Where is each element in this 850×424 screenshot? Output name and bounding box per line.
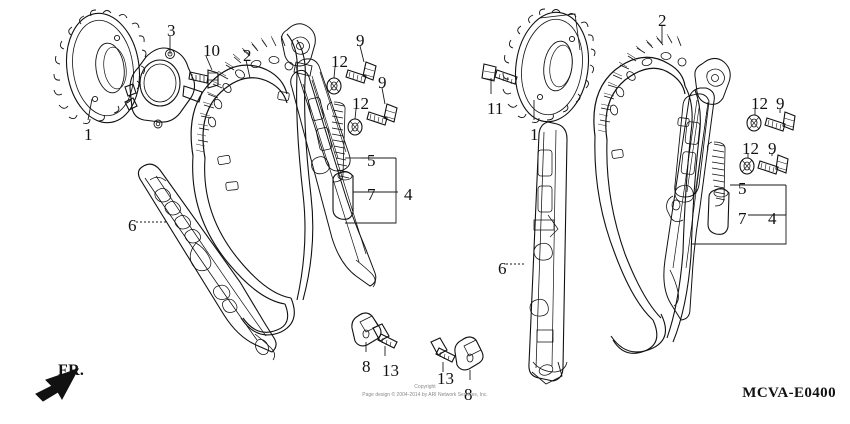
tensioner-push-rod-left [332,170,354,220]
right-leader-lines [442,26,787,380]
callout-left-tensioner-spring[interactable]: 5 [367,151,376,170]
tensioner-arm-left [281,23,377,288]
callout-right-tensioner-set[interactable]: 4 [768,209,777,228]
copyright-line-1: Copyright [414,384,436,390]
cam-sprocket-right [502,8,596,123]
callout-right-sealing-washer[interactable]: 12 [751,94,768,113]
tensioner-arm-right [663,58,731,321]
callout-left-tensioner-set[interactable]: 4 [404,185,413,204]
sprocket-bolt-right [481,63,518,85]
copyright-block: Copyright Page design © 2004-2014 by ARI… [270,384,580,399]
chain-guide-blade-right [528,121,568,385]
callout-right-cam-chain[interactable]: 2 [658,11,667,30]
callout-right-tensioner-spring[interactable]: 5 [738,179,747,198]
chain-clip-right [454,336,484,371]
installed-spring-right [707,141,726,207]
sealing-washer-right-lower [739,157,755,175]
chain-guide-plate-left [124,47,203,129]
callout-right-cam-sprocket[interactable]: 1 [530,125,539,144]
left-leader-lines [87,36,398,356]
sealing-washer-right-upper [746,114,762,132]
guide-plate-bolt-left [188,69,219,89]
callout-right-chain-clip[interactable]: 8 [464,385,473,404]
callout-left-clip-bolt[interactable]: 13 [382,361,399,380]
flange-bolt-left-upper [345,61,377,84]
callout-left-chain-guide-blade[interactable]: 6 [128,216,137,235]
tensioner-push-rod-right [707,187,730,235]
callout-left-flange-bolt[interactable]: 9 [378,73,387,92]
callout-right-clip-bolt[interactable]: 13 [437,369,454,388]
flange-bolt-right-lower [757,154,789,175]
sealing-washer-left-upper [326,77,342,95]
cam-chain-right [593,33,701,354]
front-arrow-icon [35,368,80,402]
front-direction-label: FR. [58,362,85,379]
callout-left-flange-bolt[interactable]: 9 [356,31,365,50]
callout-right-sealing-washer[interactable]: 12 [742,139,759,158]
callout-right-flange-bolt[interactable]: 9 [768,139,777,158]
sealing-washer-left-lower [347,118,363,136]
chain-guide-blade-left [137,163,277,361]
clip-bolt-left [372,323,398,349]
callout-right-chain-guide-blade[interactable]: 6 [498,259,507,278]
left-view-group [53,9,398,361]
chain-clip-left [351,312,382,347]
callout-left-cam-sprocket[interactable]: 1 [84,125,93,144]
callout-left-tensioner-push-rod[interactable]: 7 [367,185,376,204]
callout-left-sealing-washer[interactable]: 12 [331,52,348,71]
right-view-group [430,8,796,385]
callout-right-sprocket-bolt[interactable]: 11 [487,99,504,118]
callout-left-guide-plate-bolt[interactable]: 10 [203,41,220,60]
installed-spring-left [327,101,350,183]
callout-left-chain-guide-plate[interactable]: 3 [167,21,176,40]
callout-left-chain-clip[interactable]: 8 [362,357,371,376]
clip-bolt-right [430,337,456,363]
callout-left-cam-chain[interactable]: 2 [243,46,252,65]
copyright-line-2: Page design © 2004-2014 by ARI Network S… [362,391,488,398]
flange-bolt-left-lower [366,103,398,126]
callout-left-sealing-washer[interactable]: 12 [352,94,369,113]
callout-right-flange-bolt[interactable]: 9 [776,94,785,113]
diagram-part-code: MCVA-E0400 [742,385,836,401]
callout-right-tensioner-push-rod[interactable]: 7 [738,209,747,228]
flange-bolt-right-upper [764,111,796,132]
cam-chain-left [190,33,314,336]
